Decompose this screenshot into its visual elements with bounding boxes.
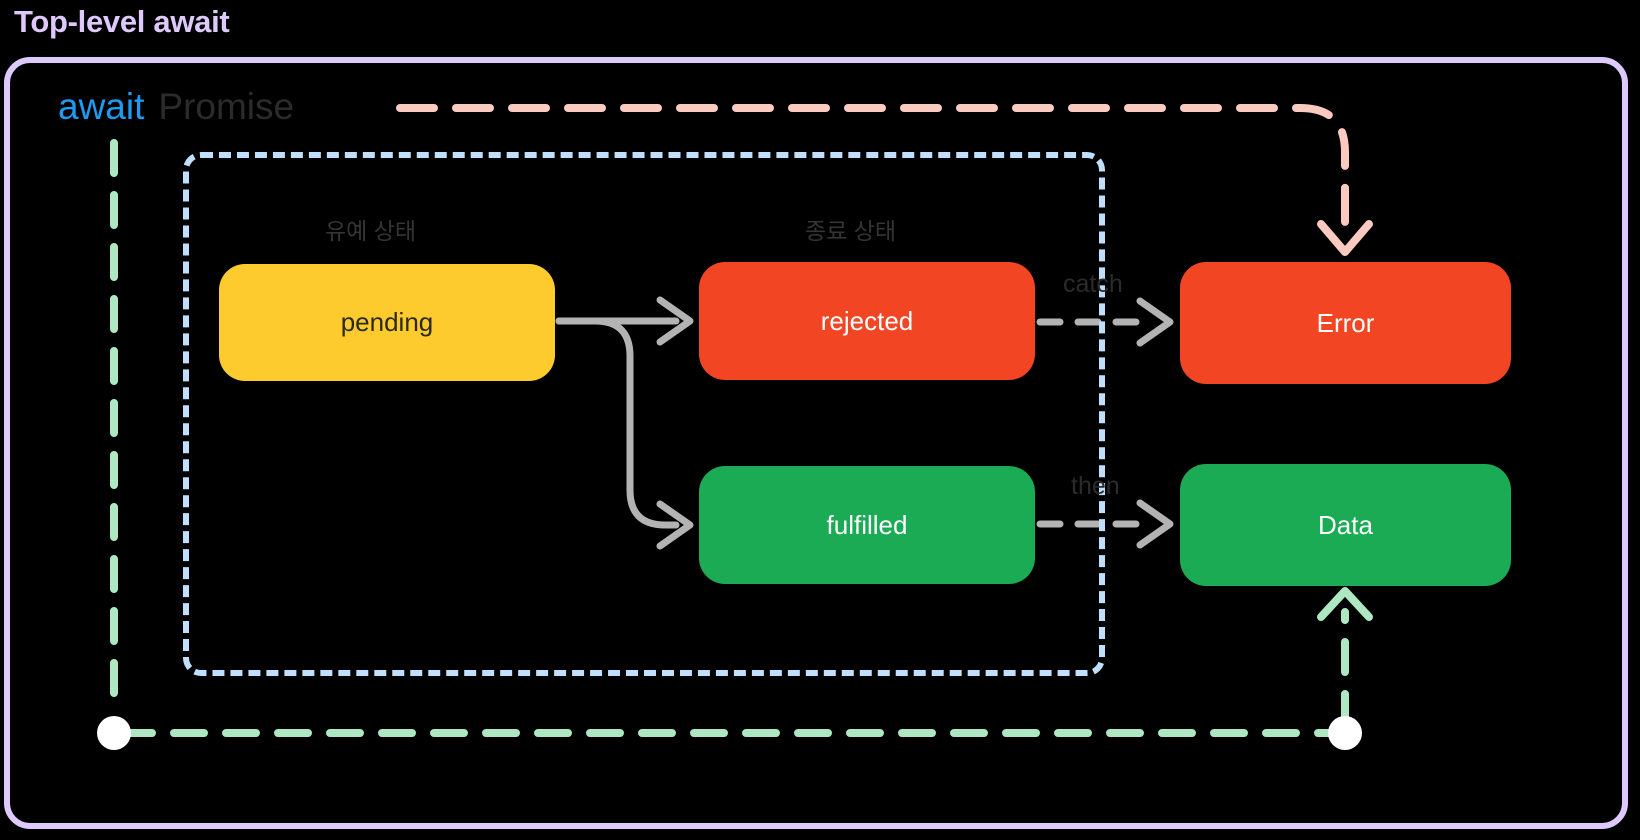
state-box-pending[interactable]: pending bbox=[219, 264, 555, 381]
promise-keyword: Promise bbox=[158, 86, 295, 127]
result-box-error[interactable]: Error bbox=[1180, 262, 1511, 384]
promise-lifecycle-box bbox=[183, 152, 1105, 676]
top-level-await-container bbox=[4, 57, 1628, 829]
section-label-settled-state: 종료 상태 bbox=[805, 218, 897, 244]
state-box-fulfilled[interactable]: fulfilled bbox=[699, 466, 1035, 584]
await-keyword: await bbox=[58, 86, 145, 127]
await-promise-expression: await Promise bbox=[58, 88, 294, 125]
result-box-data[interactable]: Data bbox=[1180, 464, 1511, 586]
state-box-rejected[interactable]: rejected bbox=[699, 262, 1035, 380]
edge-label-catch: catch bbox=[1063, 270, 1123, 298]
page-title: Top-level await bbox=[14, 4, 230, 39]
section-label-pending-state: 유예 상태 bbox=[325, 218, 417, 244]
edge-label-then: then bbox=[1071, 472, 1120, 500]
